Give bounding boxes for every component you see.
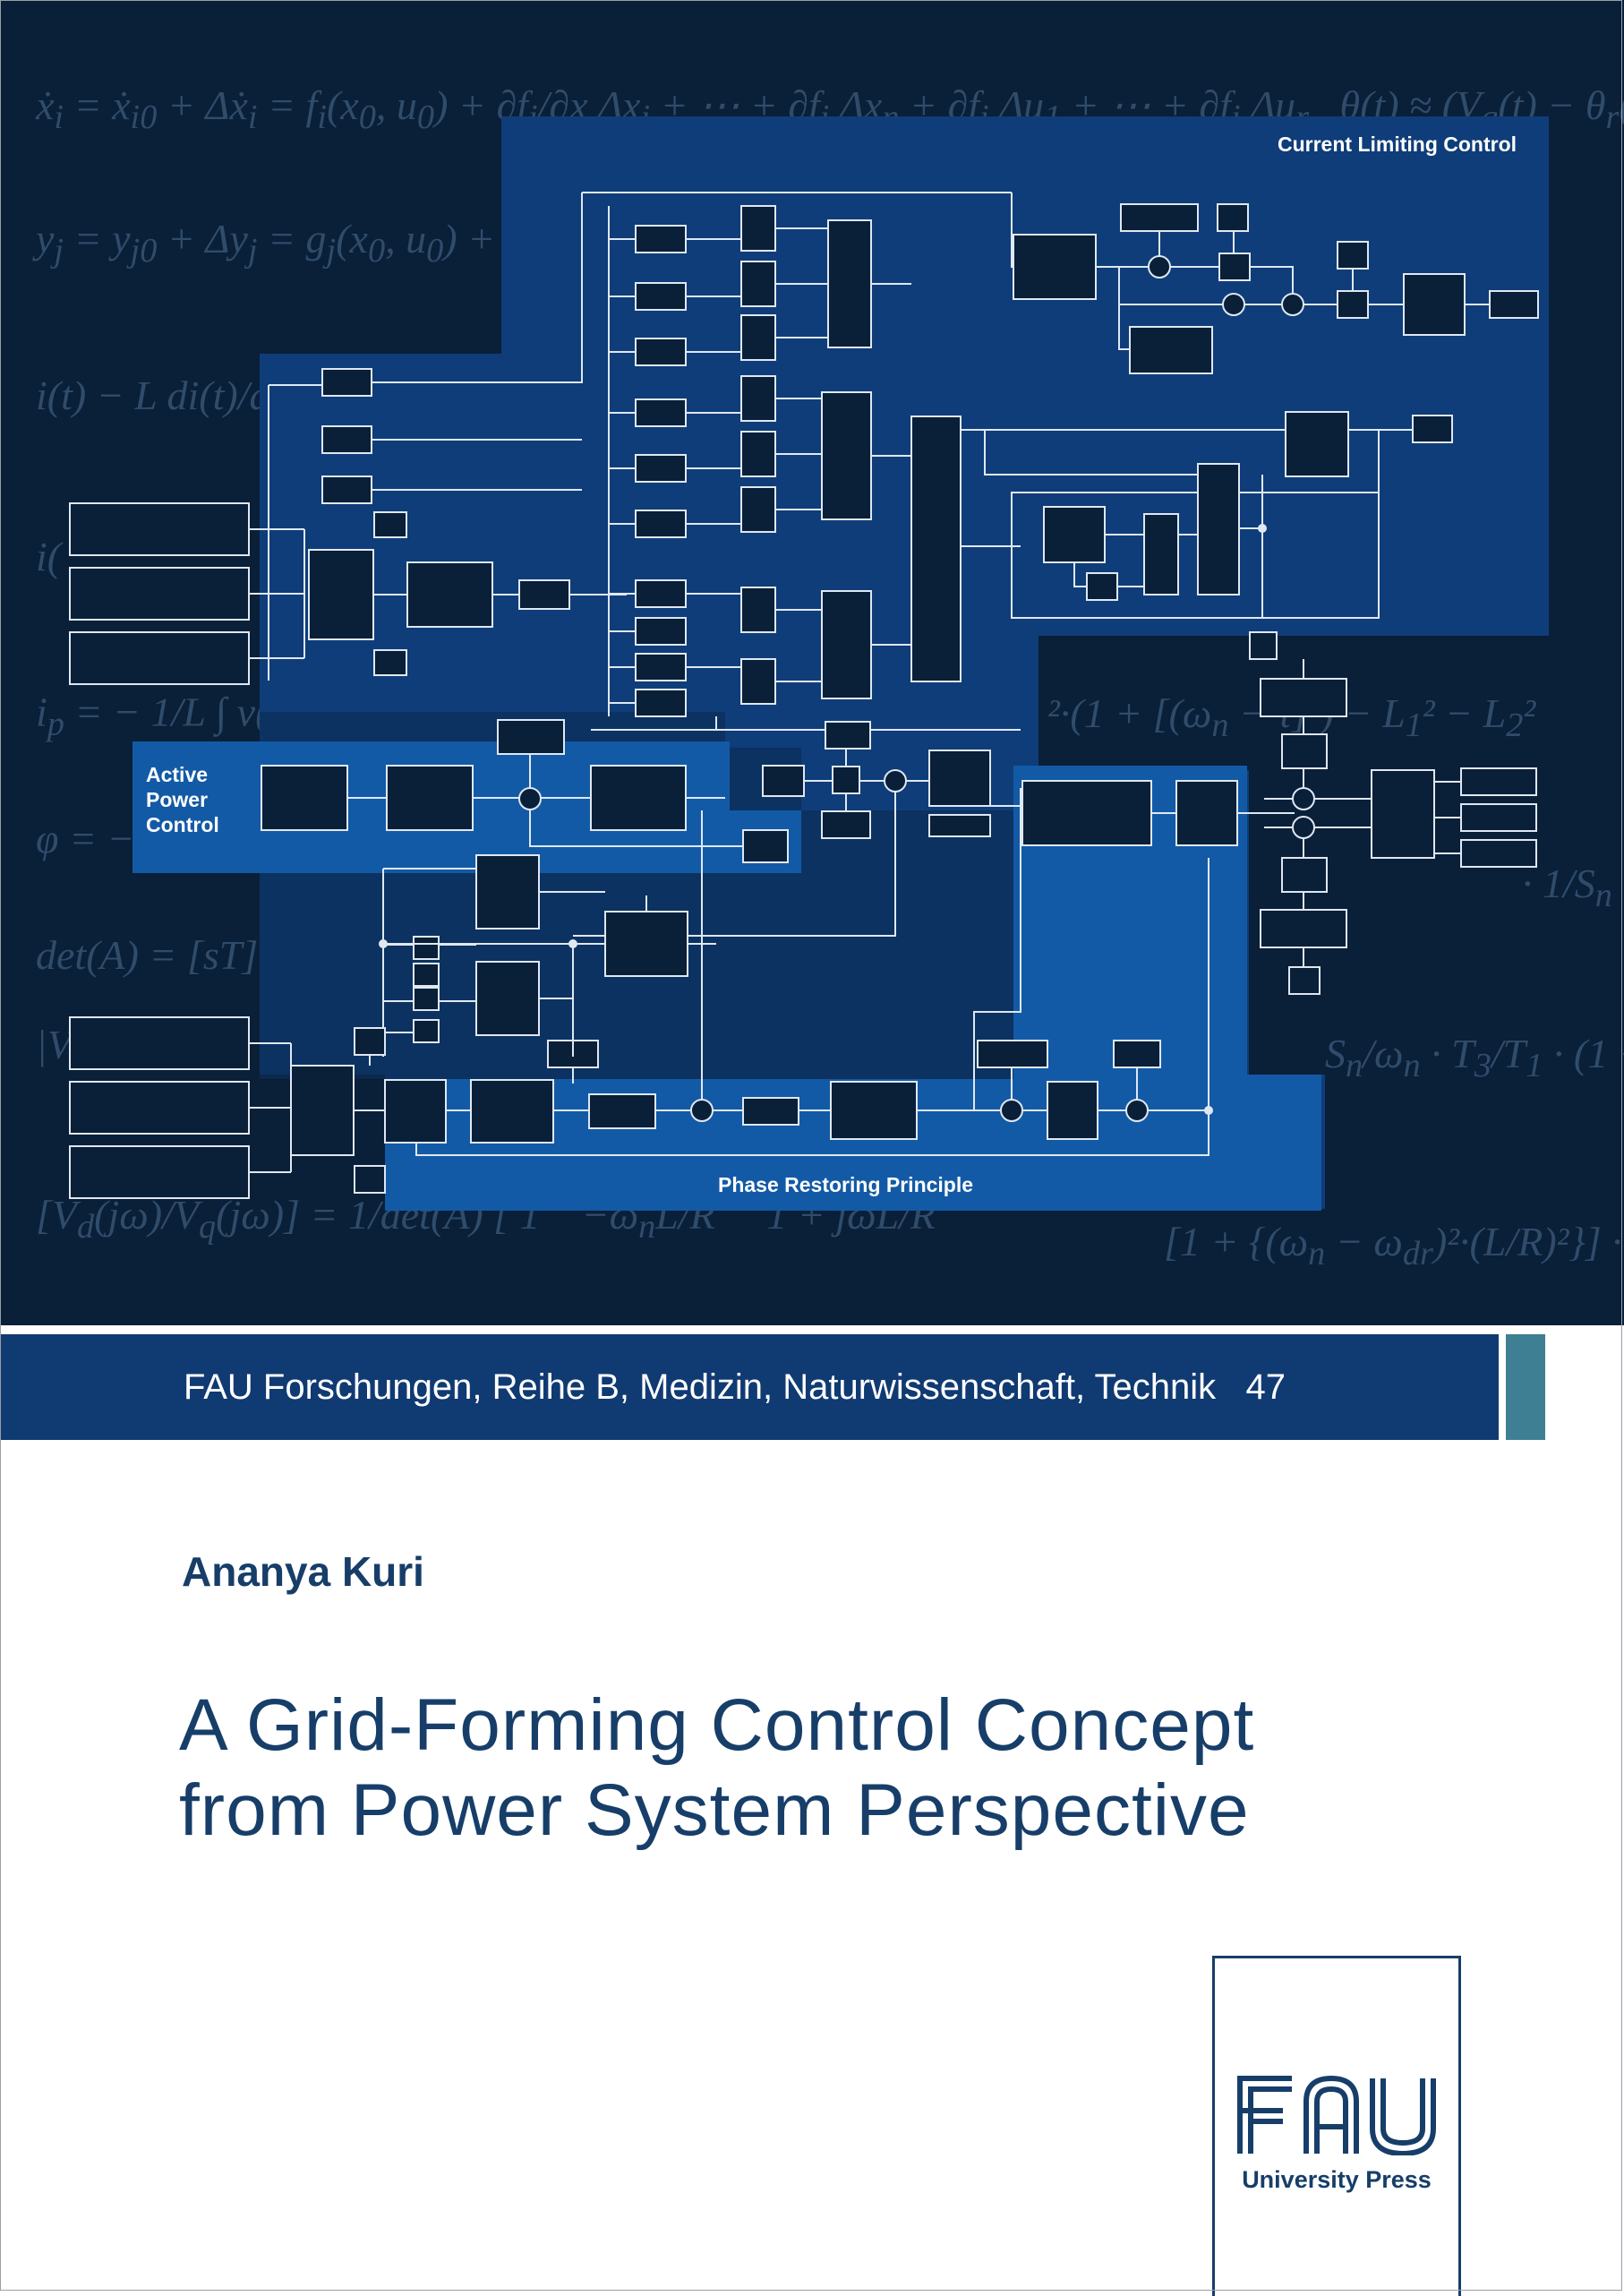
fau-logo-icon — [1237, 2075, 1436, 2155]
phase-restoring-label: Phase Restoring Principle — [718, 1173, 974, 1196]
book-title-line1: A Grid-Forming Control Concept — [179, 1684, 1255, 1766]
series-name: FAU Forschungen, Reihe B, Medizin, Natur… — [184, 1367, 1217, 1407]
background-formula: [Vd(jω)/Vq(jω)] = 1/det(A) [ 1 −ωnL/R 1 … — [36, 1192, 936, 1247]
block-diagram — [69, 116, 1549, 1211]
publisher-name: University Press — [1242, 2166, 1432, 2193]
background-formula: |V — [36, 1022, 73, 1067]
background-formula: yj = yj0 + Δyj = gj(x0, u0) + ∂g — [36, 216, 547, 270]
active-power-label-line2: Power — [146, 788, 209, 811]
cover-illustration: ẋi = ẋi0 + Δẋi = fi(x0, u0) + ∂fi/∂x Δxi… — [0, 0, 1624, 1325]
background-formula: i( — [36, 534, 62, 579]
series-bar: FAU Forschungen, Reihe B, Medizin, Natur… — [0, 1334, 1499, 1440]
background-formula: Sn/ωn · T3/T1 · (1 + K2 · T1/T3) — [1325, 1031, 1624, 1085]
background-formula: φ = − — [36, 816, 135, 861]
background-formula: [1 + {(ωn − ωdr)²·(L/R)²}] · 1/R — [1164, 1219, 1624, 1273]
series-title: FAU Forschungen, Reihe B, Medizin, Natur… — [184, 1334, 1286, 1440]
series-number: 47 — [1245, 1367, 1286, 1407]
active-power-label-line3: Control — [146, 813, 219, 836]
background-formula: det(A) = [sT] — [36, 932, 259, 978]
current-limiting-label: Current Limiting Control — [1278, 133, 1517, 156]
publisher-logo: University Press — [1212, 1956, 1461, 2296]
background-formula: · 1/Sn — [1522, 861, 1612, 915]
active-power-label-line1: Active — [146, 763, 209, 786]
author-name: Ananya Kuri — [182, 1548, 424, 1595]
series-accent — [1506, 1334, 1545, 1440]
book-title-line2: from Power System Perspective — [179, 1769, 1250, 1851]
